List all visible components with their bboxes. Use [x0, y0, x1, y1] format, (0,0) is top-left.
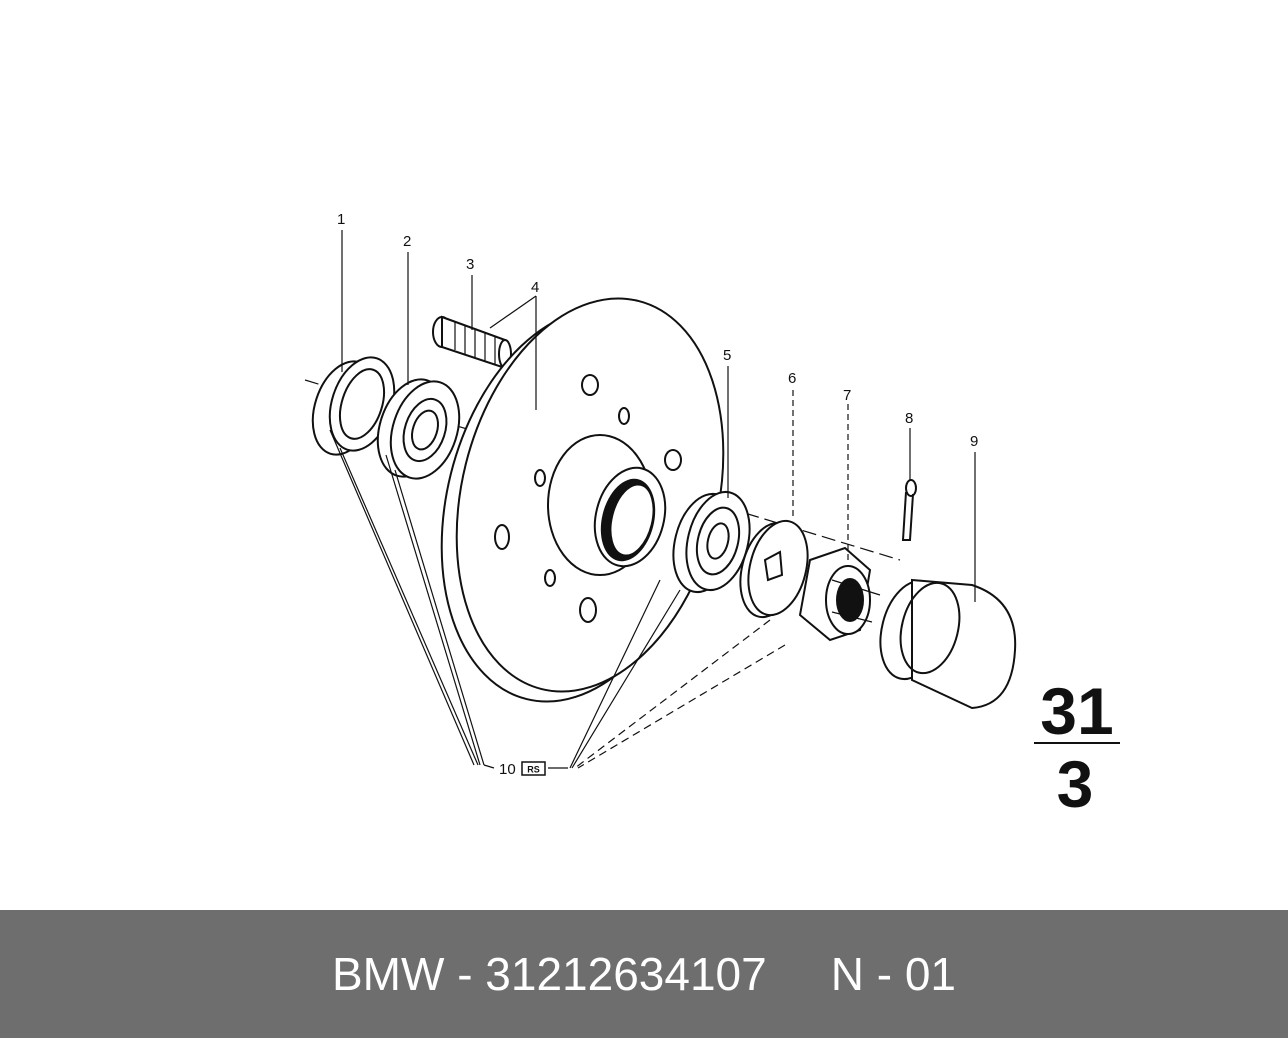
- callout-6: 6: [788, 370, 796, 387]
- part-number-text: BMW - 31212634107: [332, 948, 767, 1000]
- footer-bar: BMW - 31212634107 N - 01: [0, 910, 1288, 1038]
- part-2-bearing: [376, 378, 461, 480]
- callout-9: 9: [970, 433, 978, 450]
- callout-2: 2: [403, 233, 411, 250]
- callout-10: 10: [499, 761, 516, 778]
- diagram-canvas: 1 2 3 4 5 6 7 8 9 10 RS 31 3: [304, 211, 1120, 821]
- exploded-parts-diagram: 1 2 3 4 5 6 7 8 9 10 RS 31 3: [304, 211, 1120, 821]
- callouts: 1 2 3 4 5 6 7 8 9 10: [337, 211, 978, 778]
- part-9-grease-cap: [879, 578, 1017, 710]
- group-number: 31 3: [1034, 674, 1120, 821]
- callout-5: 5: [723, 347, 731, 364]
- callout-8: 8: [905, 410, 913, 427]
- part-5-bearing: [672, 490, 751, 594]
- group-number-top: 31: [1040, 674, 1113, 748]
- group-number-bottom: 3: [1057, 747, 1094, 821]
- part-6-washer: [739, 519, 809, 619]
- callout-3: 3: [466, 256, 474, 273]
- part-7-castle-nut: [798, 546, 881, 642]
- part-8-cotter-pin: [901, 479, 917, 541]
- callout-4: 4: [531, 279, 539, 296]
- kit-badge: RS: [521, 761, 546, 776]
- part-4-brake-disc-hub: [440, 297, 725, 703]
- callout-7: 7: [843, 387, 851, 404]
- kit-badge-label: RS: [527, 765, 540, 775]
- callout-1: 1: [337, 211, 345, 228]
- leader-lines: [329, 230, 976, 769]
- part-1-seal: [311, 356, 396, 456]
- page-code-text: N - 01: [830, 948, 956, 1000]
